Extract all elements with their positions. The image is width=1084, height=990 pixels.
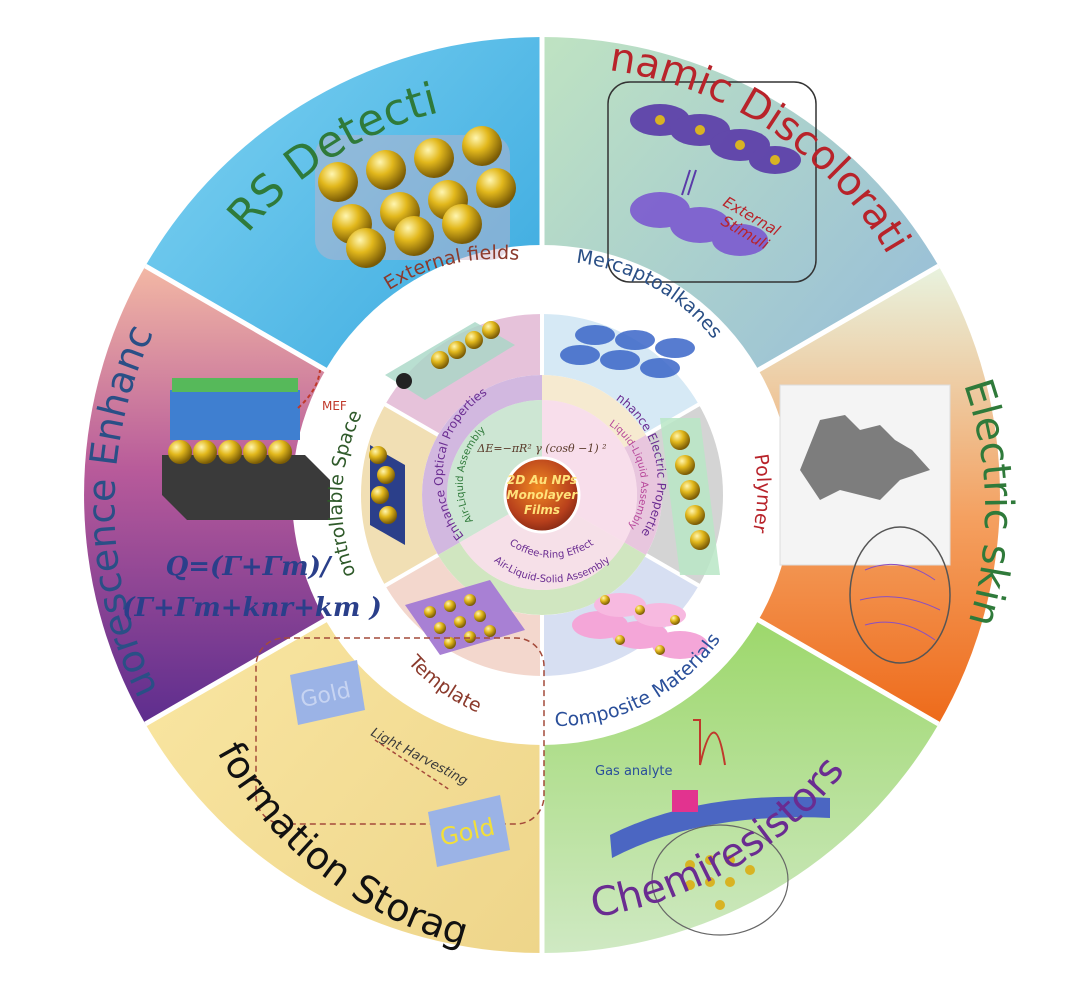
electric-skin-image (779, 384, 951, 664)
gold-nanoparticle (462, 126, 502, 166)
mercapto-spheres (560, 325, 695, 378)
discoloration-box (607, 81, 817, 283)
gold-nanoparticle (366, 150, 406, 190)
formula-q-line2: (Γ+Γm+knr+km ) (122, 593, 382, 623)
center-title-line1: 2D Au NPs (507, 473, 577, 487)
gold-nanoparticle (218, 440, 242, 464)
external-field-slab (385, 321, 515, 400)
gold-nanoparticle (394, 216, 434, 256)
gold-nanoparticle (193, 440, 217, 464)
gold-nanoparticle (414, 138, 454, 178)
sers-nanoparticle-grid (315, 126, 516, 268)
polymer-block (660, 418, 720, 575)
inner-ring (422, 375, 662, 615)
gold-nanoparticle (346, 228, 386, 268)
gold-tile-1 (290, 660, 365, 725)
gold-nanoparticle (168, 440, 192, 464)
gold-nanoparticle (318, 162, 358, 202)
chemiresistor-device (610, 719, 830, 936)
gold-nanoparticle (268, 440, 292, 464)
template-plate (405, 580, 525, 655)
composite-particles (572, 593, 708, 659)
gold-nanoparticle (442, 204, 482, 244)
annotation-gas-analyte: Gas analyte (595, 764, 673, 779)
center-core (503, 456, 581, 534)
gold-tile-2 (428, 795, 510, 867)
center-title-line3: Films (524, 503, 560, 517)
center-title-line2: Monolayer (507, 488, 579, 502)
gold-nanoparticle (243, 440, 267, 464)
info-storage-frame (255, 637, 545, 867)
formula-q-line1: Q=(Γ+Γm)/ (166, 552, 333, 582)
gold-nanoparticle (476, 168, 516, 208)
sensor-pad (672, 790, 698, 812)
spacer-block (369, 445, 405, 545)
fluorescence-stack (162, 369, 330, 520)
annotation-mef: MEF (322, 399, 347, 413)
center-formula: ΔE=−πR² γ (cosθ −1) ² (476, 442, 606, 455)
